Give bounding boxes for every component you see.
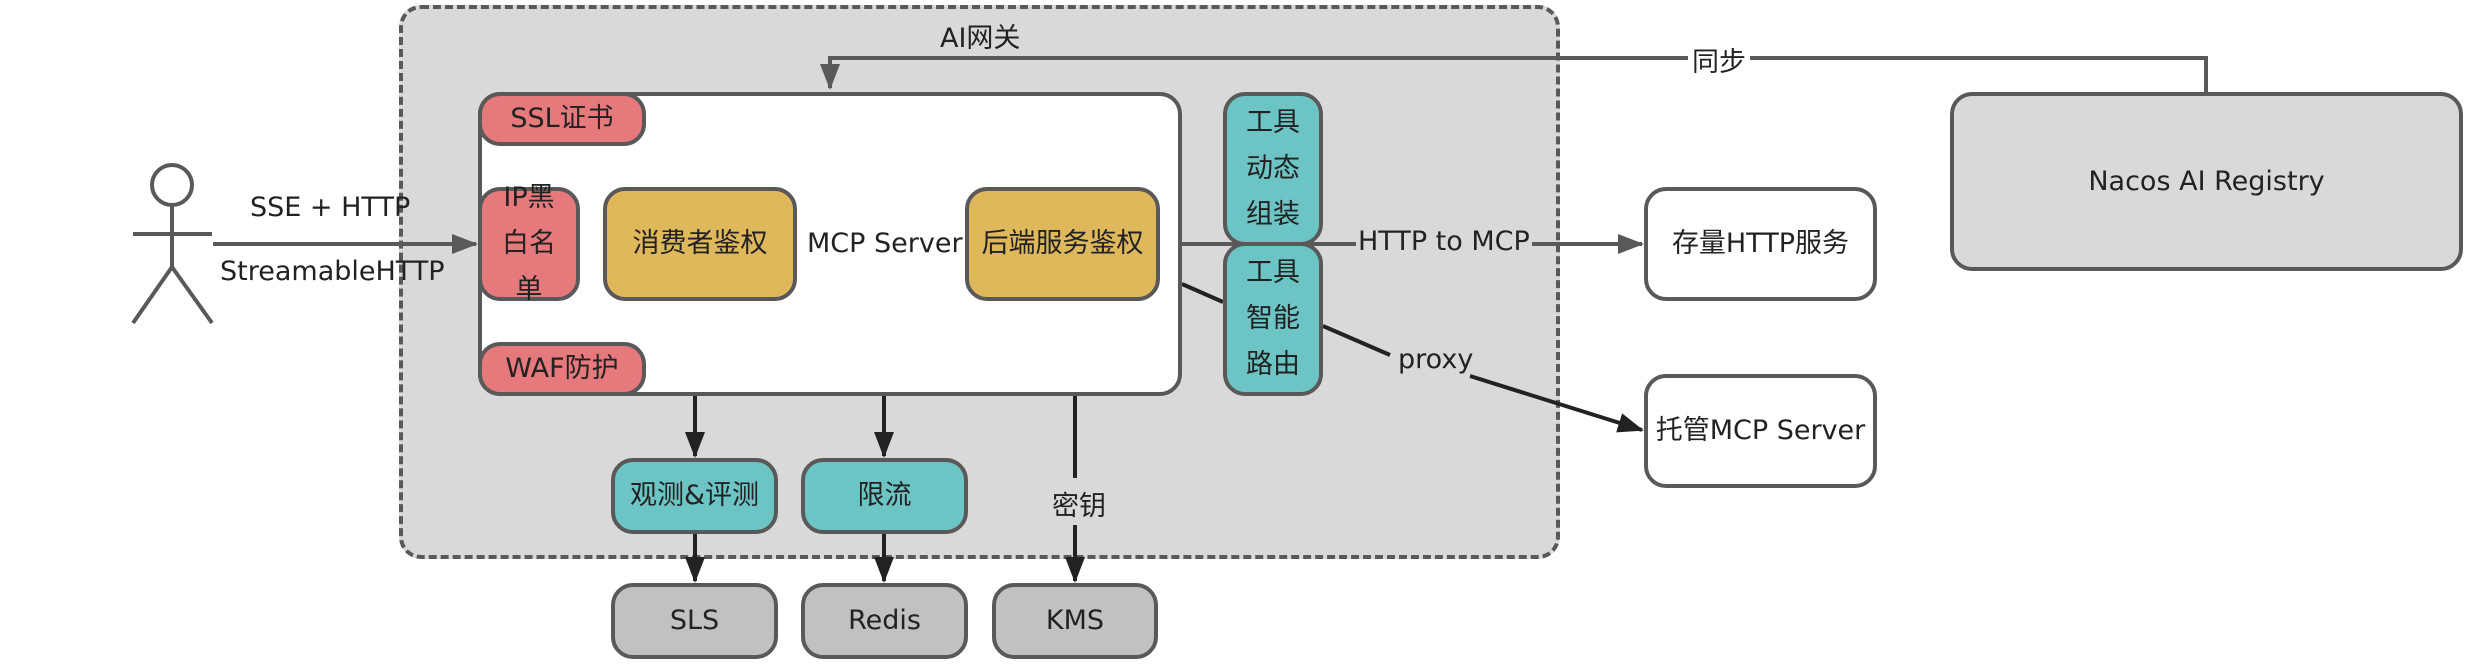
ai-gateway-title: AI网关 — [940, 23, 1021, 54]
hosted-mcp-box[interactable]: 托管MCP Server — [1644, 374, 1877, 488]
sync-arrow — [820, 56, 2208, 92]
ip-whitelist-label: IP黑白名单 — [502, 182, 556, 305]
sls-box[interactable]: SLS — [611, 583, 778, 659]
sync-label: 同步 — [1688, 40, 1750, 79]
tool-dynamic-assembly-label: 工具动态组装 — [1246, 107, 1300, 230]
http-service-box[interactable]: 存量HTTP服务 — [1644, 187, 1877, 301]
tool-smart-routing-box[interactable]: 工具智能路由 — [1223, 242, 1323, 396]
key-label: 密钥 — [1052, 491, 1106, 522]
redis-box[interactable]: Redis — [801, 583, 968, 659]
ip-whitelist-box[interactable]: IP黑白名单 — [478, 182, 580, 305]
kms-box[interactable]: KMS — [992, 583, 1158, 659]
proxy-arrow — [1181, 282, 1224, 304]
protocol-label-bottom: StreamableHTTP — [220, 256, 445, 287]
protocol-label-top: SSE + HTTP — [250, 192, 411, 223]
tool-dynamic-assembly-box[interactable]: 工具动态组装 — [1223, 92, 1323, 246]
tool-smart-routing-label: 工具智能路由 — [1246, 257, 1300, 380]
ssl-cert-box[interactable]: SSL证书 — [478, 92, 646, 146]
waf-box[interactable]: WAF防护 — [478, 342, 646, 396]
http-to-mcp-label: HTTP to MCP — [1356, 226, 1532, 257]
nacos-registry-box[interactable]: Nacos AI Registry — [1950, 92, 2463, 271]
actor-icon — [131, 163, 214, 325]
ratelimit-box[interactable]: 限流 — [801, 458, 968, 534]
consumer-auth-box[interactable]: 消费者鉴权 — [603, 187, 797, 301]
observe-box[interactable]: 观测&评测 — [611, 458, 778, 534]
mcp-server-label: MCP Server — [807, 228, 963, 259]
backend-auth-box[interactable]: 后端服务鉴权 — [965, 187, 1160, 301]
proxy-label: proxy — [1398, 344, 1474, 375]
